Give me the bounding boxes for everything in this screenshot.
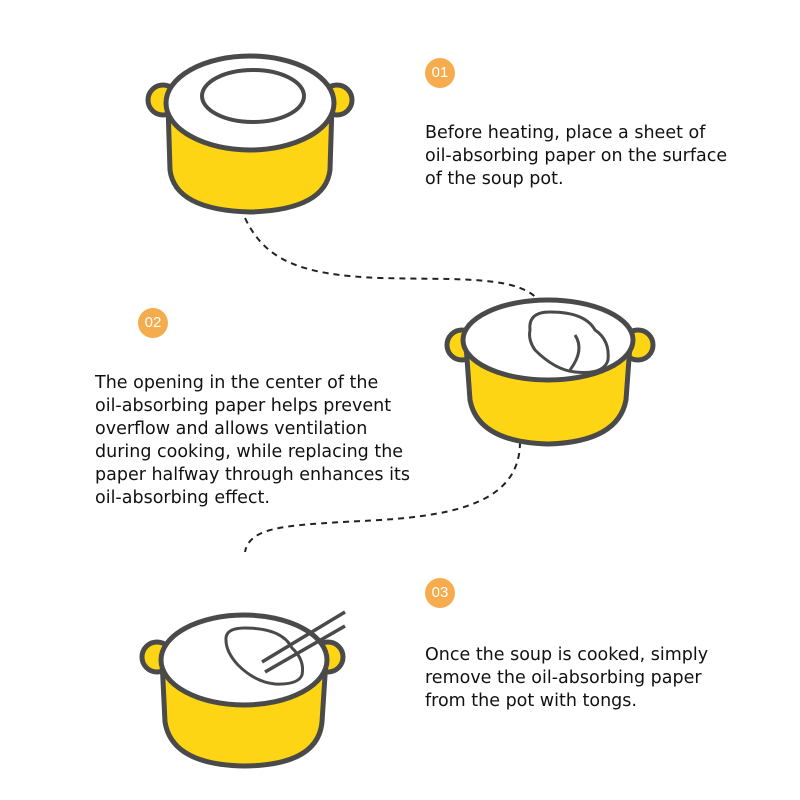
- text-line: during cooking, while replacing the: [95, 442, 404, 462]
- pot-with-paper-icon: [145, 53, 355, 215]
- text-line: Before heating, place a sheet of: [425, 123, 706, 143]
- text-line: from the pot with tongs.: [425, 691, 637, 711]
- dashed-connector-2: [244, 441, 521, 553]
- step-2-badge: 02: [138, 308, 168, 338]
- text-line: overflow and allows ventilation: [95, 419, 368, 439]
- text-line: of the soup pot.: [425, 169, 564, 189]
- step-1-text: Before heating, place a sheet of oil-abs…: [425, 122, 727, 191]
- text-line: Once the soup is cooked, simply: [425, 645, 709, 665]
- pot-with-folded-paper-icon: [444, 297, 656, 447]
- step-3-badge: 03: [425, 578, 455, 608]
- text-line: oil-absorbing paper helps prevent: [95, 396, 392, 416]
- step-3-text: Once the soup is cooked, simply remove t…: [425, 644, 708, 713]
- text-line: oil-absorbing effect.: [95, 488, 270, 508]
- pot-with-tongs-icon: [139, 610, 346, 769]
- dashed-connector-1: [244, 217, 541, 303]
- text-line: oil-absorbing paper on the surface: [425, 146, 728, 166]
- step-1-badge: 01: [425, 58, 455, 88]
- step-2-text: The opening in the center of the oil-abs…: [95, 372, 410, 510]
- text-line: remove the oil-absorbing paper: [425, 668, 702, 688]
- text-line: The opening in the center of the: [95, 373, 379, 393]
- text-line: paper halfway through enhances its: [95, 465, 410, 485]
